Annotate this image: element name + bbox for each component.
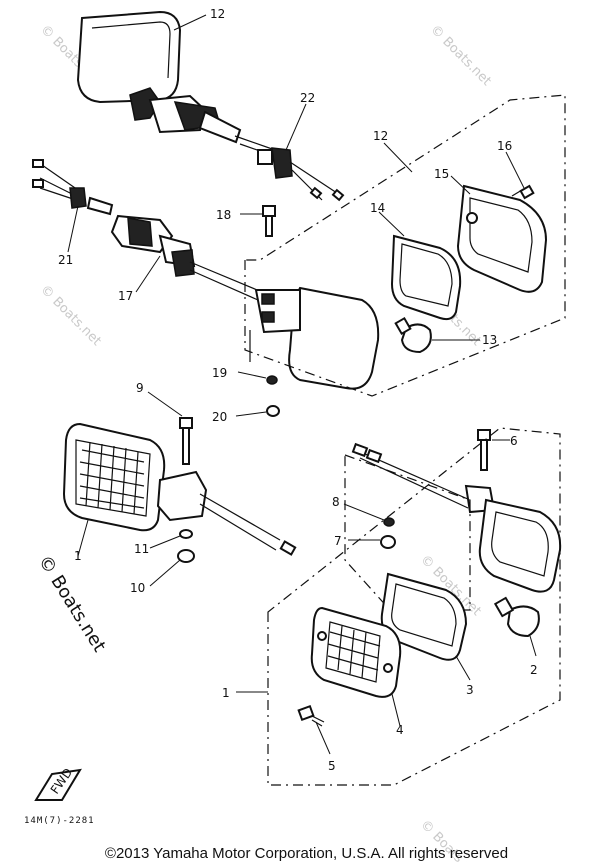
- bulb-13: [394, 316, 432, 354]
- bulb-2: [493, 596, 540, 638]
- callout-12: 12: [373, 129, 388, 143]
- callout-13: 13: [482, 333, 497, 347]
- callout-3: 3: [466, 683, 474, 697]
- screw-16: [511, 184, 535, 200]
- nut-20: [266, 405, 280, 417]
- callout-20: 20: [212, 410, 227, 424]
- callout-1: 1: [222, 686, 230, 700]
- callout-7: 7: [334, 534, 342, 548]
- lens-15: [456, 184, 548, 293]
- callout-19: 19: [212, 366, 227, 380]
- washer-19: [266, 375, 278, 385]
- callout-21: 21: [58, 253, 73, 267]
- grommet-22: [257, 147, 345, 202]
- assembly-box-12: [244, 94, 566, 397]
- callout-9: 9: [136, 381, 144, 395]
- callout-8: 8: [332, 495, 340, 509]
- nut-10: [177, 549, 195, 563]
- callout-11: 11: [134, 542, 149, 556]
- wiring-21: [32, 159, 114, 216]
- callout-18: 18: [216, 208, 231, 222]
- lens-4: [310, 606, 402, 698]
- callout-17: 17: [118, 289, 133, 303]
- callout-15: 15: [434, 167, 449, 181]
- callout-10: 10: [130, 581, 145, 595]
- washer-11: [179, 529, 193, 539]
- screw-6: [477, 429, 491, 471]
- turn-signal-right: [351, 442, 562, 593]
- washer-8: [383, 517, 395, 527]
- callout-4: 4: [396, 723, 404, 737]
- turn-signal-top: [76, 10, 281, 159]
- turn-signal-left: [62, 422, 297, 556]
- diagram-code: 14M(7)-2281: [24, 816, 95, 826]
- nut-7: [380, 535, 396, 549]
- callout-5: 5: [328, 759, 336, 773]
- callout-22: 22: [300, 91, 315, 105]
- callout-12: 12: [210, 7, 225, 21]
- screw-5: [297, 704, 325, 727]
- screw-9: [179, 417, 193, 465]
- gasket-14: [390, 234, 462, 321]
- stem-17: [110, 214, 263, 301]
- callout-6: 6: [510, 434, 518, 448]
- watermark-text: © Boats.net: [427, 22, 494, 89]
- bolt-18: [262, 205, 276, 237]
- callout-16: 16: [497, 139, 512, 153]
- lamp-body-mid: [249, 286, 380, 390]
- leader-lines: [67, 14, 537, 755]
- copyright-notice: ©2013 Yamaha Motor Corporation, U.S.A. A…: [104, 845, 509, 862]
- callout-2: 2: [530, 663, 538, 677]
- watermark-text-large: © Boats.net: [34, 552, 110, 656]
- callout-14: 14: [370, 201, 385, 215]
- assembly-box-1: [267, 427, 561, 786]
- callout-1: 1: [74, 549, 82, 563]
- front-arrow-icon: FWD: [34, 766, 82, 801]
- assembly-box-1-inner: [344, 454, 471, 611]
- callout-layer: 12 22 12 16 15 18 14 21 17 13 19 9 20 6 …: [58, 7, 538, 773]
- watermark-text: © Boats.net: [37, 282, 104, 349]
